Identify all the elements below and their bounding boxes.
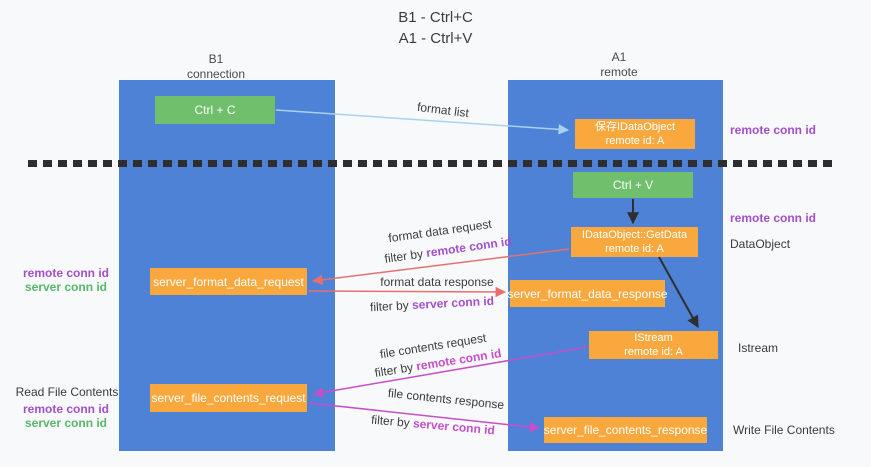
format-response-node: server_format_data_response [507,280,668,307]
file-request-node: server_file_contents_request [150,384,307,412]
istream-node: IStream remote id: A [589,331,718,359]
istream-line1: IStream [634,332,673,344]
remote-conn-id-label-right-1: remote conn id [730,123,817,137]
ctrl-v-node: Ctrl + V [573,172,693,198]
filter-by-text: filter by [369,298,410,315]
save-dataobject-line1: 保存IDataObject [594,121,676,133]
lane-a1-name: A1 [611,50,627,64]
lane-header-a1: A1 remote [519,50,719,80]
save-dataobject-node: 保存IDataObject remote id: A [575,119,695,149]
conn-ids-left-bottom: remote conn id server conn id [18,402,114,430]
remote-conn-id-label-left-1: remote conn id [22,266,109,280]
dataobject-label: DataObject [730,237,791,251]
getdata-line2: remote id: A [605,243,664,255]
page-title: B1 - Ctrl+C A1 - Ctrl+V [0,7,871,49]
file-response-node: server_file_contents_response [544,417,707,443]
file-request-label: server_file_contents_request [151,391,306,405]
filter-by-server-label-1: filter by server conn id [370,294,495,314]
istream-label: Istream [738,341,779,355]
format-request-node: server_format_data_request [150,268,307,295]
server-conn-id-text: server conn id [412,416,496,438]
ctrl-v-label: Ctrl + V [612,178,654,192]
format-response-label: server_format_data_response [507,286,668,301]
read-file-contents-label: Read File Contents [15,385,119,399]
filter-by-server-label-2: filter by server conn id [371,413,496,438]
ctrl-c-node: Ctrl + C [155,96,275,124]
write-file-contents-label: Write File Contents [733,423,835,437]
title-line-2: A1 - Ctrl+V [398,30,473,47]
getdata-line1: IDataObject::GetData [581,229,688,241]
file-contents-response-label: file contents response [387,385,505,413]
lane-a1-role: remote [600,65,638,79]
remote-conn-id-label-left-2: remote conn id [22,402,109,416]
filter-by-text: filter by [373,360,415,380]
format-list-label: format list [416,99,470,121]
ctrl-c-label: Ctrl + C [194,103,236,117]
conn-ids-left-top: remote conn id server conn id [18,266,114,294]
server-conn-id-label-left-2: server conn id [24,416,108,430]
format-data-response-label: format data response [380,275,494,289]
getdata-node: IDataObject::GetData remote id: A [571,227,698,257]
server-conn-id-label-left-1: server conn id [24,280,108,294]
lane-header-b1: B1 connection [116,52,316,82]
lane-b1-name: B1 [208,52,224,66]
session-divider [28,160,838,167]
format-request-label: server_format_data_request [153,274,304,289]
lane-b1-role: connection [186,67,246,81]
title-line-1: B1 - Ctrl+C [398,9,473,26]
server-conn-id-text: server conn id [411,293,495,313]
remote-conn-id-label-right-2: remote conn id [730,211,817,225]
format-data-response-arrow [308,286,507,298]
filter-by-text: filter by [370,412,411,430]
istream-line2: remote id: A [624,346,683,358]
save-dataobject-line2: remote id: A [605,135,665,147]
filter-by-text: filter by [383,246,424,266]
file-response-label: server_file_contents_response [543,423,708,437]
